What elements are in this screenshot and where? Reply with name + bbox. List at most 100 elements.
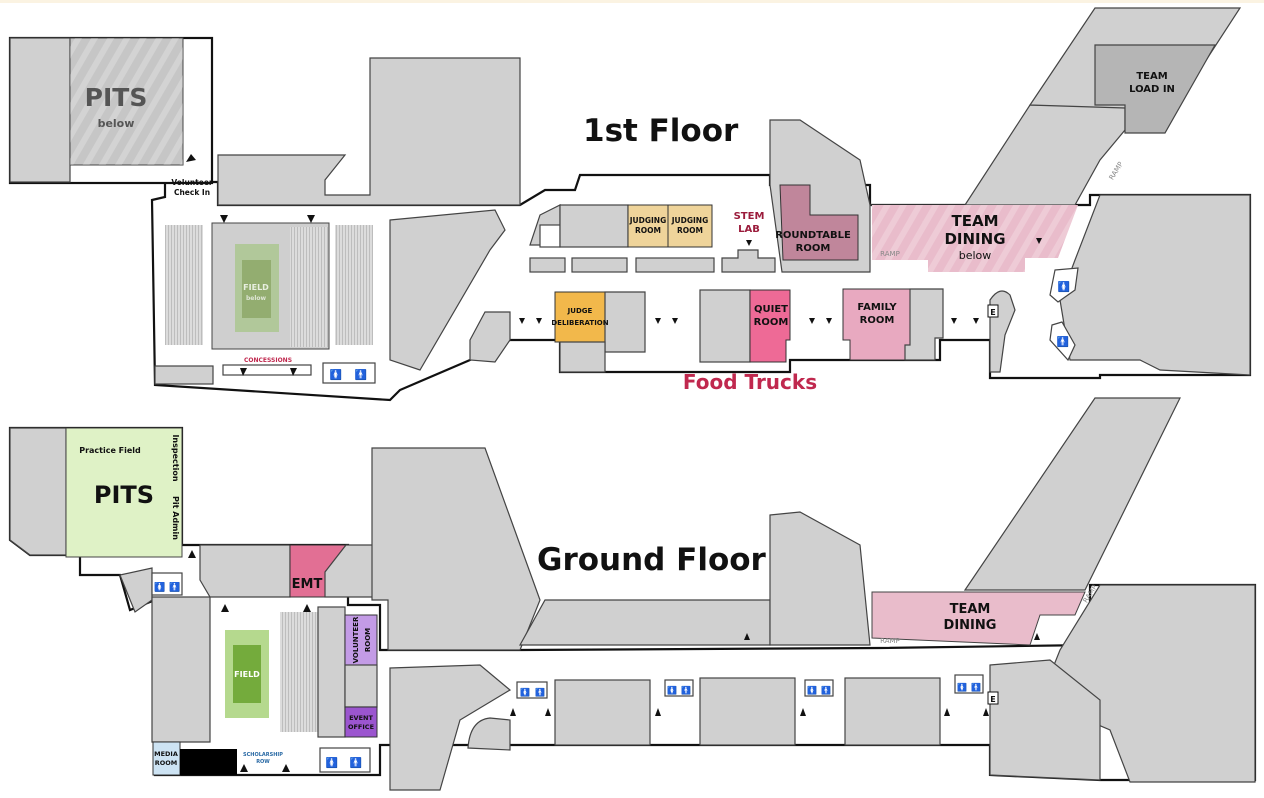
svg-text:ROW: ROW	[256, 759, 270, 765]
svg-text:QUIET: QUIET	[754, 304, 788, 315]
svg-text:🚺: 🚺	[957, 682, 967, 692]
ground-east-block	[1039, 584, 1256, 783]
bleachers-left	[165, 225, 203, 345]
volunteer-checkin-label: Volunteer	[171, 178, 213, 187]
team-load-in[interactable]	[1094, 44, 1217, 134]
judge-deliberation-label: JUDGE	[567, 307, 593, 315]
svg-text:ROOM: ROOM	[677, 226, 703, 235]
ground-north-block	[371, 447, 541, 651]
restroom-men-icon: 🚹	[1057, 335, 1069, 348]
svg-text:RAMP: RAMP	[880, 250, 900, 258]
north-block	[217, 57, 521, 206]
stem-lab-label[interactable]: STEM	[734, 211, 765, 222]
media-room[interactable]	[152, 741, 181, 776]
svg-text:TEAM: TEAM	[951, 212, 998, 230]
svg-text:🚹: 🚹	[821, 685, 831, 695]
svg-text:DELIBERATION: DELIBERATION	[551, 319, 608, 327]
restrooms[interactable]	[664, 679, 694, 697]
svg-text:🚺: 🚺	[807, 685, 817, 695]
stairs-markers	[188, 550, 311, 772]
pit-admin-label[interactable]: Pit Admin	[171, 496, 180, 540]
restrooms[interactable]	[319, 747, 371, 773]
svg-text:RAMP: RAMP	[1108, 160, 1125, 181]
svg-text:🚺: 🚺	[520, 687, 530, 697]
svg-text:TEAM: TEAM	[950, 602, 991, 617]
svg-text:MEDIA: MEDIA	[154, 750, 178, 758]
ground-west-block	[9, 427, 67, 556]
svg-text:E: E	[990, 695, 995, 704]
svg-text:🚹: 🚹	[971, 682, 981, 692]
svg-text:OFFICE: OFFICE	[348, 723, 374, 731]
restroom-women-icon: 🚺	[1058, 280, 1070, 293]
svg-text:Check In: Check In	[174, 188, 210, 197]
pits-label: PITS	[85, 83, 148, 112]
northeast-block	[870, 104, 1126, 206]
svg-text:EVENT: EVENT	[349, 714, 373, 722]
restroom-icons: 🚺 🚹 🚺 🚹 🚺 🚹 🚺 🚹	[520, 682, 981, 697]
bleachers	[280, 612, 318, 732]
svg-text:ROOM: ROOM	[155, 759, 178, 767]
restrooms[interactable]	[516, 681, 548, 699]
svg-text:ROOM: ROOM	[364, 628, 372, 652]
svg-text:below: below	[246, 295, 267, 302]
restrooms[interactable]	[151, 572, 183, 596]
bleachers-right	[335, 225, 373, 345]
svg-text:DINING: DINING	[944, 230, 1005, 248]
inspection-label[interactable]: Inspection	[171, 434, 180, 481]
elevator-icon[interactable]	[987, 691, 999, 705]
svg-text:EMT: EMT	[292, 577, 323, 592]
restroom-men-icon: 🚹	[355, 368, 367, 381]
svg-text:JUDGING: JUDGING	[671, 216, 709, 225]
roundtable-room[interactable]	[779, 184, 859, 261]
restroom-women-icon: 🚺	[326, 756, 338, 769]
judging-room-2[interactable]	[667, 204, 713, 248]
ground-floor-title: Ground Floor	[537, 542, 767, 578]
ground-tower-block	[769, 511, 871, 646]
svg-text:🚺: 🚺	[667, 685, 677, 695]
svg-text:🚹: 🚹	[681, 685, 691, 695]
stairs-markers	[519, 318, 979, 324]
svg-text:RAMP: RAMP	[880, 637, 900, 645]
svg-text:FIELD: FIELD	[234, 670, 260, 679]
svg-text:TEAM: TEAM	[1136, 71, 1167, 82]
stairs-icon	[307, 215, 315, 223]
black-room	[180, 749, 237, 775]
ground-floor-map: Practice Field PITS Inspection Pit Admin…	[8, 397, 1257, 791]
svg-text:FAMILY: FAMILY	[857, 302, 897, 313]
judge-deliberation-room[interactable]	[554, 291, 606, 343]
concessions-label: CONCESSIONS	[244, 357, 292, 364]
restroom-men-icon: 🚹	[169, 581, 180, 593]
pits-label: PITS	[94, 481, 154, 509]
concessions-counter[interactable]	[222, 364, 312, 376]
center-west-block	[389, 209, 506, 371]
svg-text:JUDGING: JUDGING	[629, 216, 667, 225]
quiet-room[interactable]	[749, 289, 791, 363]
scholarship-row-label[interactable]: SCHOLARSHIP	[243, 752, 283, 758]
restrooms[interactable]	[804, 679, 834, 697]
food-trucks-label[interactable]: Food Trucks	[683, 370, 817, 394]
svg-text:ROUNDTABLE: ROUNDTABLE	[775, 230, 851, 241]
top-banner-strip	[0, 0, 1264, 3]
pits-area[interactable]	[65, 427, 183, 558]
svg-text:ROOM: ROOM	[754, 317, 789, 328]
svg-text:ROOM: ROOM	[860, 315, 895, 326]
svg-text:ROOM: ROOM	[796, 243, 831, 254]
stairs-icon	[220, 215, 228, 223]
first-floor-map: PITS below Volunteer Check In FIELD belo…	[8, 7, 1252, 402]
svg-text:🚹: 🚹	[535, 687, 545, 697]
volunteer-room[interactable]	[344, 614, 378, 666]
team-dining[interactable]	[871, 591, 1086, 646]
restrooms[interactable]	[322, 362, 376, 384]
field[interactable]	[233, 645, 261, 703]
first-floor-title: 1st Floor	[583, 113, 739, 149]
restrooms-small[interactable]	[539, 224, 561, 248]
svg-text:LAB: LAB	[738, 224, 760, 235]
restrooms[interactable]	[954, 674, 984, 694]
svg-text:DINING: DINING	[944, 618, 997, 633]
restroom-men-icon: 🚹	[350, 756, 362, 769]
stairs-markers	[510, 633, 1040, 716]
svg-text:LOAD IN: LOAD IN	[1129, 84, 1175, 95]
elevator-icon[interactable]	[987, 304, 999, 318]
event-office[interactable]	[344, 706, 378, 738]
